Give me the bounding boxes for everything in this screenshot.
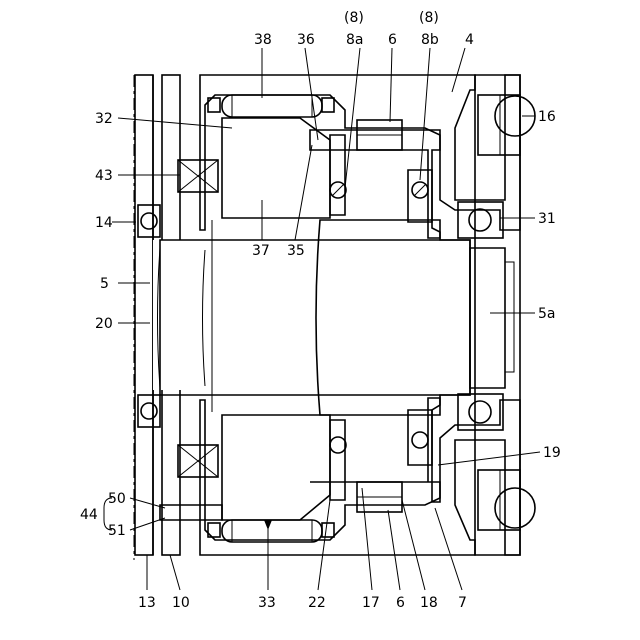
- label-44: 44: [80, 507, 98, 523]
- shaft-5: [158, 220, 471, 412]
- label-6-bottom: 6: [396, 595, 405, 611]
- pin-6: [357, 120, 402, 512]
- washer-44: [160, 505, 222, 520]
- label-4: 4: [465, 32, 474, 48]
- label-37: 37: [252, 243, 270, 259]
- label-5: 5: [100, 276, 109, 292]
- label-36: 36: [297, 32, 315, 48]
- arrow-33: [264, 520, 272, 530]
- label-18: 18: [420, 595, 438, 611]
- label-19: 19: [543, 445, 561, 461]
- label-20: 20: [95, 316, 113, 332]
- shaft-5a: [316, 220, 514, 415]
- label-43: 43: [95, 168, 113, 184]
- label-31: 31: [538, 211, 556, 227]
- label-38: 38: [254, 32, 272, 48]
- label-51: 51: [108, 523, 126, 539]
- label-16: 16: [538, 109, 556, 125]
- gear-33: [222, 415, 330, 520]
- label-7: 7: [458, 595, 467, 611]
- clutch-8a: [330, 135, 346, 500]
- tube-13: [135, 75, 153, 555]
- label-50: 50: [108, 491, 126, 507]
- label-8a: 8a: [346, 32, 364, 48]
- label-14: 14: [95, 215, 113, 231]
- housing-4: [200, 75, 520, 555]
- label-32: 32: [95, 111, 113, 127]
- label-8b-group: (8): [419, 10, 439, 26]
- label-13: 13: [138, 595, 156, 611]
- label-33: 33: [258, 595, 276, 611]
- label-22: 22: [308, 595, 326, 611]
- bearing-lower-right: [478, 470, 535, 530]
- label-5a: 5a: [538, 306, 556, 322]
- needle-bearing-38: [208, 95, 334, 542]
- label-8b: 8b: [421, 32, 439, 48]
- label-17: 17: [362, 595, 380, 611]
- label-10: 10: [172, 595, 190, 611]
- bearing-16: [478, 95, 535, 155]
- label-6-top: 6: [388, 32, 397, 48]
- label-35: 35: [287, 243, 305, 259]
- label-8a-group: (8): [344, 10, 364, 26]
- gear-32: [222, 118, 330, 218]
